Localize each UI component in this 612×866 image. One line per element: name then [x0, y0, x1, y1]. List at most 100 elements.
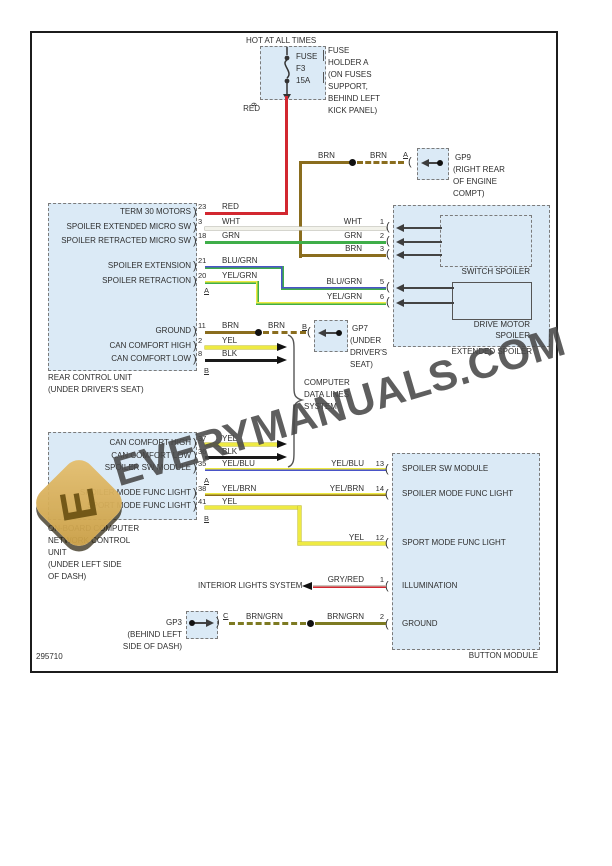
can-high-arrow-icon	[277, 343, 287, 351]
wire-label: RED	[222, 202, 239, 211]
gp9-location-line: COMPT)	[453, 189, 485, 198]
gp3-connector-letter: C	[223, 611, 229, 620]
pin-bracket: )	[193, 221, 197, 233]
pin-label: SPOILER RETRACTED MICRO SW	[61, 236, 191, 245]
pin-number: 21	[198, 256, 207, 265]
rcu-caption-line: (UNDER DRIVER'S SEAT)	[48, 385, 144, 394]
wire-brngrn-dashed	[229, 622, 306, 625]
pin-bracket: )	[193, 260, 197, 272]
computer-data-lines-brace	[287, 334, 305, 468]
gp7-location-line: (UNDER	[350, 336, 382, 345]
fuse-name: FUSE	[296, 52, 318, 61]
wire-brn-pin3	[299, 254, 386, 257]
wire-label: YEL	[348, 533, 364, 542]
fuse-id: F3	[296, 64, 306, 73]
wire-label: GRN	[222, 231, 240, 240]
gp7-ground-dot	[336, 330, 342, 336]
wire-label-brngrn: BRN/GRN	[246, 612, 283, 621]
wire-brn-vertical	[299, 161, 302, 258]
gp7-ground-arrow-icon	[318, 329, 326, 337]
obc-caption-line: (UNDER LEFT SIDE	[48, 560, 122, 569]
extended-spoiler-caption: EXTENDED SPOILER	[451, 347, 532, 356]
wire-blk-can-low	[205, 359, 277, 362]
button-module-box	[392, 453, 540, 650]
can-low-arrow-icon	[277, 453, 287, 461]
pin-label: TERM 30 MOTORS	[120, 207, 191, 216]
pin-number: 38	[198, 484, 207, 493]
pin-bracket: )	[193, 450, 197, 462]
pin-bracket: )	[193, 275, 197, 287]
hot-at-all-times-label: HOT AT ALL TIMES	[246, 36, 317, 45]
wire-yelbrn	[205, 493, 386, 496]
pin-label: SPOILER MODE FUNC LIGHT	[79, 488, 191, 497]
pin-bracket: (	[385, 537, 389, 549]
gp9-connector-letter: A	[403, 150, 409, 159]
wire-label: YEL/BLU	[331, 459, 364, 468]
wire-brn-dashed-gp7	[263, 331, 306, 334]
pin-label: SPOILER EXTENDED MICRO SW	[66, 222, 191, 231]
junction-dot	[307, 620, 314, 627]
pin-label: CAN COMFORT HIGH	[109, 341, 191, 350]
pin-label: GROUND	[402, 619, 438, 628]
wire-label: BRN	[222, 321, 239, 330]
gp3-ground-symbol	[191, 622, 210, 624]
pin-number: 1	[379, 217, 384, 226]
gp3-ground-dot	[189, 620, 195, 626]
pin-arrow-icon	[396, 284, 404, 292]
pin-label: CAN COMFORT LOW	[111, 354, 191, 363]
gp3-connector-bracket: )	[216, 616, 220, 628]
pin-bracket: (	[386, 221, 390, 233]
wire-label: GRN	[344, 231, 362, 240]
pin-bracket: )	[193, 462, 197, 474]
gp7-connector-letter: B	[302, 322, 308, 331]
pin-label: CAN COMFORT HIGH	[109, 438, 191, 447]
system-label-line: DATA LINES	[304, 390, 350, 399]
interior-lights-arrow-icon	[302, 582, 312, 590]
wire-label: WHT	[343, 217, 362, 226]
wire-blk-can-low2	[205, 456, 277, 459]
pin-bracket: (	[385, 488, 389, 500]
pin-bracket: (	[385, 580, 389, 592]
pin-bracket: )	[193, 325, 197, 337]
pin-number: 18	[198, 231, 207, 240]
pin-arrow-icon	[396, 299, 404, 307]
gp9-ground-dot	[437, 159, 443, 166]
wire-label: BLK	[222, 349, 238, 358]
wire-label-brn: BRN	[268, 321, 285, 330]
pin-bracket: (	[385, 618, 389, 630]
pin-number: 2	[379, 612, 384, 621]
pin-arrow-icon	[396, 224, 404, 232]
pin-number: 14	[375, 484, 384, 493]
wire-red-horizontal	[205, 212, 288, 215]
wire-label: GRY/RED	[327, 575, 364, 584]
obc-caption-line: OF DASH)	[48, 572, 87, 581]
gp9-connector-bracket: (	[408, 156, 412, 168]
wire-label: BLU/GRN	[326, 277, 362, 286]
wire-label: BRN	[345, 244, 362, 253]
holder-tick	[323, 50, 324, 61]
wire-yel-can-high2	[205, 443, 277, 446]
pin-number: 37	[198, 434, 207, 443]
gp9-location-line: (RIGHT REAR	[453, 165, 505, 174]
gp9-ground-arrow-icon	[421, 159, 429, 167]
pin-bracket: (	[386, 248, 390, 260]
wire-yelgrn-right	[256, 302, 386, 305]
wire-label-red: RED	[243, 104, 260, 113]
pin-number: 2	[198, 336, 203, 345]
wire-label: YEL/BLU	[222, 459, 255, 468]
fuse-rating: 15A	[296, 76, 311, 85]
pin-number: 1	[379, 575, 384, 584]
wire-label: YEL	[222, 336, 238, 345]
wire-grn	[205, 241, 386, 244]
gp3-location-line: (BEHIND LEFT	[127, 630, 182, 639]
wire-yel-can-high	[205, 346, 277, 349]
internal-line	[398, 287, 454, 289]
fuse-holder-line: SUPPORT,	[328, 82, 368, 91]
page-number: 295710	[36, 652, 63, 661]
wire-gryred	[313, 585, 386, 588]
system-label-line: COMPUTER	[304, 378, 350, 387]
wire-red-vertical	[285, 96, 288, 214]
gp7-connector-bracket: (	[307, 326, 311, 338]
wire-label: YEL	[222, 497, 238, 506]
wire-blugrn-vertical	[281, 266, 284, 290]
